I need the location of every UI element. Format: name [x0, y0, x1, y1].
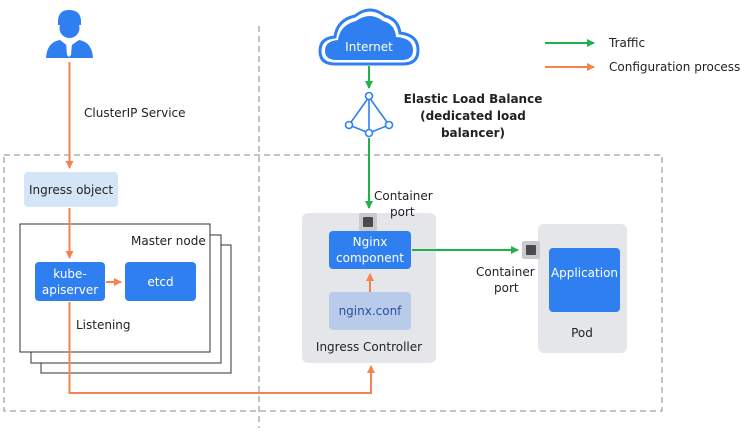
nginx-conf-box: [329, 292, 411, 330]
nginx-label-line2: component: [336, 251, 404, 265]
application-box: [549, 248, 620, 312]
container-port-top-line1: Container: [374, 189, 433, 203]
user-icon: [46, 10, 93, 58]
ingress-controller-label: Ingress Controller: [316, 340, 422, 354]
internet-label: Internet: [345, 40, 393, 54]
etcd-box: [125, 262, 196, 301]
pod-label: Pod: [571, 326, 593, 340]
listening-label: Listening: [76, 318, 131, 332]
application-label: Application: [551, 266, 618, 280]
kube-apiserver-box: [35, 262, 105, 301]
elb-label-line1: Elastic Load Balance: [404, 92, 543, 106]
container-port-right-line2: port: [494, 281, 519, 295]
elb-label-line3: balancer): [441, 126, 505, 140]
legend-traffic-label: Traffic: [608, 36, 645, 50]
legend: Traffic Configuration process: [545, 36, 740, 74]
etcd-label: etcd: [147, 275, 173, 289]
container-port-top-icon-inner: [363, 217, 373, 227]
container-port-top-line2: port: [390, 205, 415, 219]
internet-cloud: [318, 8, 420, 66]
kube-apiserver-label-line2: apiserver: [42, 283, 98, 297]
ingress-object-box: [24, 172, 118, 207]
clusterip-service-label: ClusterIP Service: [84, 106, 186, 120]
container-port-right-icon-inner: [526, 245, 536, 255]
nginx-conf-label: nginx.conf: [339, 304, 403, 318]
nginx-component-box: [329, 231, 411, 269]
legend-configuration-label: Configuration process: [609, 60, 740, 74]
container-port-right-line1: Container: [476, 265, 535, 279]
ingress-object-label: Ingress object: [29, 183, 113, 197]
load-balancer-icon: [344, 91, 394, 138]
master-node-label: Master node: [131, 234, 206, 248]
cluster-boundary: [3, 154, 663, 412]
apiserver-to-controller-arrow: [68, 302, 375, 394]
elb-label-line2: (dedicated load: [420, 109, 526, 123]
kube-apiserver-label-line1: kube-: [53, 267, 87, 281]
nginx-label-line1: Nginx: [353, 235, 388, 249]
